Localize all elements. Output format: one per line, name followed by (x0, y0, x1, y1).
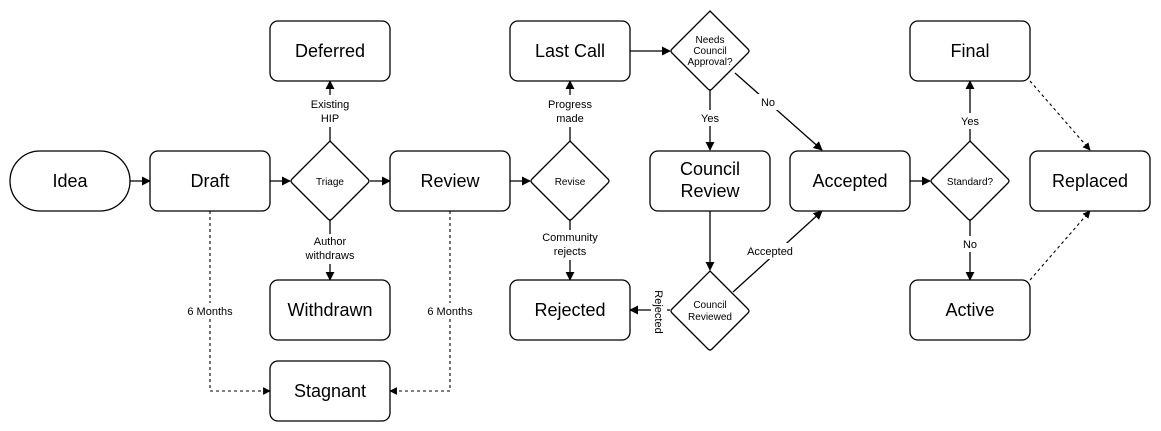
node-accepted-label: Accepted (812, 171, 887, 191)
node-deferred: Deferred (269, 20, 391, 82)
svg-text:Community: Community (542, 232, 598, 244)
node-review-label: Review (420, 171, 480, 191)
node-last-call-label: Last Call (535, 41, 605, 61)
node-review: Review (389, 150, 511, 212)
node-council-review: Council Review (649, 150, 771, 212)
node-replaced: Replaced (1029, 150, 1151, 212)
edge-label-yes-council: Yes (698, 110, 722, 126)
node-rejected: Rejected (509, 279, 631, 341)
decision-triage: Triage (290, 140, 370, 221)
edge-label-review-6-months: 6 Months (424, 303, 476, 319)
node-accepted: Accepted (789, 150, 911, 212)
decision-revise: Revise (530, 140, 610, 221)
decision-standard-label: Standard? (947, 177, 994, 188)
node-last-call: Last Call (509, 20, 631, 82)
edge-label-progress-made: Progress made (542, 95, 598, 127)
node-council-review-label-1: Council (680, 159, 740, 179)
decision-revise-label: Revise (555, 177, 586, 188)
edge-label-no-council: No (758, 94, 778, 110)
node-draft: Draft (149, 150, 271, 212)
edge-label-yes-final: Yes (958, 113, 982, 129)
node-deferred-label: Deferred (295, 41, 365, 61)
node-withdrawn: Withdrawn (269, 279, 391, 341)
svg-text:HIP: HIP (321, 113, 339, 125)
edge-label-draft-6-months: 6 Months (184, 303, 236, 319)
node-idea-label: Idea (52, 171, 88, 191)
svg-text:No: No (963, 239, 977, 251)
node-council-review-label-2: Review (680, 181, 740, 201)
svg-text:6 Months: 6 Months (187, 306, 233, 318)
edge-label-author-withdraws: Author withdraws (301, 234, 359, 264)
svg-text:withdraws: withdraws (305, 250, 355, 262)
node-final: Final (909, 20, 1031, 82)
decision-standard: Standard? (930, 140, 1010, 221)
svg-text:Accepted: Accepted (747, 246, 793, 258)
decision-needs-council: Needs Council Approval? (670, 10, 750, 91)
node-active: Active (909, 279, 1031, 341)
decision-needs-council-label-2: Council (693, 46, 726, 57)
edge-label-accepted: Accepted (744, 243, 796, 259)
decision-council-reviewed: Council Reviewed (670, 270, 750, 351)
node-idea: Idea (9, 150, 131, 212)
edge-active-replaced (1029, 210, 1091, 281)
svg-text:rejects: rejects (554, 246, 587, 258)
svg-text:No: No (761, 97, 775, 109)
edge-needscouncil-accepted (734, 72, 823, 151)
node-active-label: Active (945, 300, 994, 320)
svg-text:Yes: Yes (961, 116, 979, 128)
edge-label-community-rejects: Community rejects (539, 230, 601, 260)
node-draft-label: Draft (190, 171, 229, 191)
node-stagnant-label: Stagnant (294, 381, 366, 401)
edge-final-replaced (1029, 80, 1091, 151)
edge-label-rejected: Rejected (651, 288, 667, 336)
edge-review-stagnant (389, 211, 451, 395)
decision-council-reviewed-label-2: Reviewed (688, 312, 732, 323)
node-replaced-label: Replaced (1052, 171, 1128, 191)
svg-text:6 Months: 6 Months (427, 306, 473, 318)
node-rejected-label: Rejected (534, 300, 605, 320)
svg-text:Yes: Yes (701, 113, 719, 125)
decision-triage-label: Triage (316, 177, 344, 188)
decision-needs-council-label-3: Approval? (687, 57, 732, 68)
edge-label-no-active: No (960, 236, 980, 252)
node-withdrawn-label: Withdrawn (287, 300, 372, 320)
edge-draft-stagnant (209, 211, 271, 395)
svg-text:Author: Author (314, 236, 347, 248)
svg-text:Rejected: Rejected (652, 290, 664, 333)
edge-label-existing-hip: Existing HIP (304, 95, 356, 127)
svg-text:Existing: Existing (311, 99, 350, 111)
node-stagnant: Stagnant (269, 360, 391, 422)
svg-text:made: made (556, 113, 584, 125)
decision-council-reviewed-label-1: Council (693, 300, 726, 311)
svg-text:Progress: Progress (548, 99, 593, 111)
node-final-label: Final (950, 41, 989, 61)
decision-needs-council-label-1: Needs (696, 35, 725, 46)
